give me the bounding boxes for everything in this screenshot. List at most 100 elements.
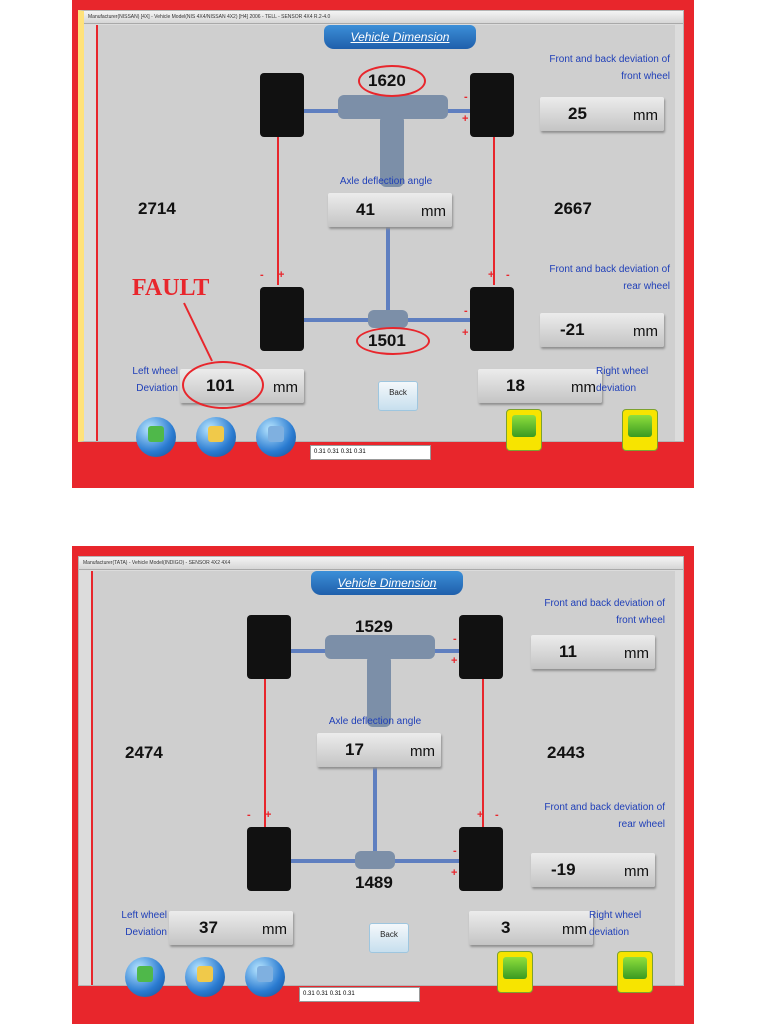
globe-icon[interactable] [256,417,296,457]
unit-label: mm [633,107,658,124]
back-button[interactable]: Back [378,381,418,411]
rear-deviation-label-line2: rear wheel [618,819,665,830]
rear-deviation-field: -19 mm [531,853,655,887]
front-deviation-label-line2: front wheel [616,615,665,626]
rear-deviation-label: Front and back deviation of rear wheel [500,261,670,295]
left-deviation-label-line1: Left wheel [132,366,178,377]
sign-minus: - [247,809,251,821]
front-right-wheel [459,615,503,679]
screen-2: Manufacturer(TATA) - Vehicle Model(INDIG… [72,546,694,1024]
print-icon[interactable] [506,409,542,451]
globe-icon[interactable] [185,957,225,997]
print-icon-graphic [512,415,536,437]
rear-deviation-label-line1: Front and back deviation of [549,264,670,275]
globe-icon[interactable] [136,417,176,457]
left-wheelbase-line [264,679,266,831]
main-panel: Vehicle Dimension - + - + + - - + 1529 1… [91,571,675,1002]
left-deviation-label-line2: Deviation [125,927,167,938]
globe-mark [197,966,213,982]
rear-deviation-label-line1: Front and back deviation of [544,802,665,813]
print-icon-graphic [503,957,527,979]
unit-label: mm [633,323,658,340]
sign-minus: - [464,305,468,317]
front-deviation-label: Front and back deviation of front wheel [500,51,670,85]
sign-minus: - [453,845,457,857]
front-deviation-label: Front and back deviation of front wheel [495,595,665,629]
right-wheelbase-value: 2667 [554,199,592,218]
fault-arrow-line [183,302,213,362]
exit-icon-graphic [623,957,647,979]
fault-highlight-circle [358,65,426,97]
rear-right-wheel [459,827,503,891]
app-window: Manufacturer(TATA) - Vehicle Model(INDIG… [78,556,684,1002]
right-wheelbase-line [493,137,495,285]
sign-minus: - [464,91,468,103]
rear-differential [355,851,395,869]
app-window: Manufacturer(NISSAN) [4X] - Vehicle Mode… [78,10,684,460]
front-left-wheel [260,73,304,137]
sign-plus: + [451,655,458,667]
right-deviation-field: 18 mm [478,369,602,403]
exit-icon[interactable] [617,951,653,993]
left-deviation-field: 37 mm [169,911,293,945]
globe-icon[interactable] [245,957,285,997]
sign-plus: + [462,327,469,339]
rear-deviation-value: -21 [560,320,585,339]
back-button[interactable]: Back [369,923,409,953]
axle-deflection-value: 17 [345,740,364,759]
rear-right-wheel [470,287,514,351]
left-deviation-label-line2: Deviation [136,383,178,394]
right-deviation-label-line1: Right wheel [596,366,649,377]
print-icon[interactable] [497,951,533,993]
fault-annotation: FAULT [132,275,210,301]
globe-icon[interactable] [196,417,236,457]
left-deviation-label: Left wheel Deviation [98,363,178,397]
sign-plus: + [477,809,484,821]
exit-icon[interactable] [622,409,658,451]
drive-shaft [373,767,377,857]
front-left-wheel [247,615,291,679]
left-deviation-label-line1: Left wheel [121,910,167,921]
front-deviation-label-line1: Front and back deviation of [549,54,670,65]
globe-mark [257,966,273,982]
axle-deflection-label: Axle deflection angle [328,716,422,727]
axle-deflection-value: 41 [356,200,375,219]
right-deviation-label-line1: Right wheel [589,910,642,921]
right-deviation-label-line2: deviation [596,383,637,394]
front-right-wheel [470,73,514,137]
fault-highlight-circle [356,327,430,355]
tab-vehicle-dimension[interactable]: Vehicle Dimension [324,25,476,49]
rear-track-value: 1489 [355,873,393,892]
axle-deflection-field: 17 mm [317,733,441,767]
right-wheelbase-value: 2443 [547,743,585,762]
unit-label: mm [262,921,287,938]
sign-minus: - [495,809,499,821]
screen-1: Manufacturer(NISSAN) [4X] - Vehicle Mode… [72,0,694,488]
axle-deflection-label: Axle deflection angle [339,176,433,187]
left-wheelbase-line [277,137,279,285]
left-deviation-label: Left wheel Deviation [93,907,167,941]
rear-differential [368,310,408,328]
left-deviation-value: 37 [199,918,218,937]
front-deviation-value: 11 [559,642,577,661]
main-panel: Vehicle Dimension - + - + + - - + 1620 1 [96,25,675,460]
front-deviation-value: 25 [568,104,587,123]
rear-deviation-field: -21 mm [540,313,664,347]
tab-vehicle-dimension[interactable]: Vehicle Dimension [311,571,463,595]
unit-label: mm [421,203,446,220]
globe-icon[interactable] [125,957,165,997]
sign-minus: - [506,269,510,281]
globe-mark [208,426,224,442]
exit-icon-graphic [628,415,652,437]
unit-label: mm [273,379,298,396]
status-field: 0.31 0.31 0.31 0.31 [310,445,431,460]
globe-mark [148,426,164,442]
right-deviation-value: 18 [506,376,525,395]
steering-gear [380,115,404,187]
sign-plus: + [265,809,272,821]
unit-label: mm [410,743,435,760]
sign-plus: + [278,269,285,281]
globe-mark [268,426,284,442]
sign-minus: - [260,269,264,281]
unit-label: mm [624,863,649,880]
